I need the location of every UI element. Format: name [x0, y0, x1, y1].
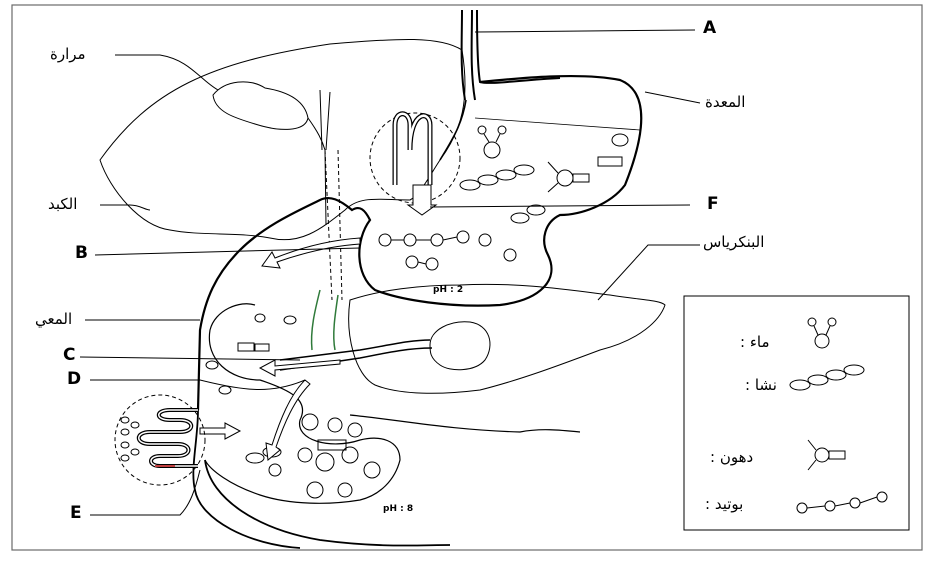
gallbladder-outline: [213, 82, 308, 130]
label-E: E: [70, 503, 82, 523]
villi-outline: [139, 410, 198, 466]
arrow-B: [262, 238, 360, 268]
stomach-fluid-line: [475, 118, 640, 130]
intestine-lower-edge: [350, 415, 580, 432]
fat-molecule-icon: [808, 440, 845, 470]
legend-label-peptide: بوتيد :: [705, 495, 743, 513]
pancreatic-acinus: [430, 322, 490, 370]
stomach-inner: [440, 100, 466, 160]
outer-frame: [12, 5, 922, 550]
legend-label-fat: دهون :: [710, 448, 753, 466]
label-gallbladder: مرارة: [50, 45, 86, 63]
legend-label-water: ماء :: [740, 333, 770, 351]
bile-duct-dashed: [325, 150, 342, 300]
legend-label-starch: نشا :: [745, 376, 777, 394]
label-C: C: [63, 345, 75, 365]
label-F: F: [707, 194, 719, 214]
label-stomach: المعدة: [705, 93, 745, 111]
bile-duct-lower: [312, 290, 338, 350]
gastric-gland: [395, 114, 430, 185]
esophagus: [462, 10, 560, 100]
label-A: A: [703, 18, 716, 38]
water-molecule-icon: [808, 318, 836, 348]
pancreas-outline: [349, 284, 665, 393]
label-liver: الكبد: [48, 195, 77, 213]
villi-cells: [121, 417, 139, 461]
duodenum-outline: [205, 304, 400, 504]
label-ph-intestine: pH : 8: [383, 504, 413, 514]
label-B: B: [75, 243, 88, 263]
label-ph-stomach: pH : 2: [433, 285, 463, 295]
arrow-E: [200, 423, 240, 439]
digestion-arrows: [200, 238, 360, 460]
peptide-chain-icon: [797, 492, 887, 513]
label-D: D: [67, 369, 81, 389]
gland-arrow: [408, 185, 436, 215]
label-intestine: المعي: [35, 310, 72, 328]
label-pancreas: البنكرياس: [703, 233, 764, 251]
arrow-C: [260, 360, 340, 376]
starch-chain-icon: [790, 365, 864, 390]
